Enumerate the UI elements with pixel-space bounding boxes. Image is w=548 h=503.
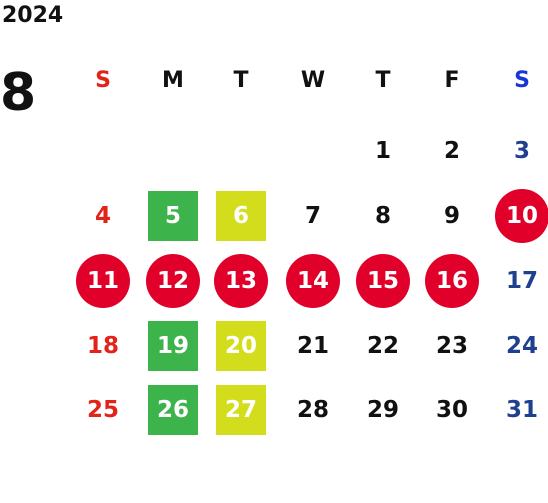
day-cell[interactable]: 8 xyxy=(374,202,391,229)
day-cell[interactable]: 4 xyxy=(94,202,111,229)
day-cell[interactable]: 7 xyxy=(304,202,321,229)
day-cell[interactable]: 22 xyxy=(366,332,399,359)
weekday-header: F xyxy=(444,68,460,93)
day-cell[interactable]: 26 xyxy=(148,385,198,435)
day-cell[interactable]: 27 xyxy=(216,385,266,435)
day-cell[interactable]: 12 xyxy=(146,254,200,308)
weekday-header: T xyxy=(375,68,391,93)
day-cell[interactable]: 25 xyxy=(86,396,119,423)
day-cell[interactable]: 19 xyxy=(148,321,198,371)
day-cell[interactable]: 14 xyxy=(286,254,340,308)
weekday-header: S xyxy=(514,68,530,93)
day-cell[interactable]: 3 xyxy=(513,137,530,164)
day-cell[interactable]: 6 xyxy=(216,191,266,241)
weekday-header: M xyxy=(162,68,184,93)
day-cell[interactable]: 11 xyxy=(76,254,130,308)
day-cell[interactable]: 24 xyxy=(505,332,538,359)
day-cell[interactable]: 18 xyxy=(86,332,119,359)
weekday-header: W xyxy=(300,68,326,93)
day-cell[interactable]: 23 xyxy=(435,332,468,359)
day-cell[interactable]: 28 xyxy=(296,396,329,423)
day-cell[interactable]: 29 xyxy=(366,396,399,423)
month-label: 8 xyxy=(0,63,37,123)
day-cell[interactable]: 13 xyxy=(214,254,268,308)
day-cell[interactable]: 20 xyxy=(216,321,266,371)
day-cell[interactable]: 31 xyxy=(505,396,538,423)
year-label: 2024 xyxy=(2,3,64,28)
day-cell[interactable]: 5 xyxy=(148,191,198,241)
day-cell[interactable]: 1 xyxy=(374,137,391,164)
day-cell[interactable]: 17 xyxy=(505,267,538,294)
weekday-header: T xyxy=(233,68,249,93)
day-cell[interactable]: 30 xyxy=(435,396,468,423)
day-cell[interactable]: 10 xyxy=(495,189,548,243)
day-cell[interactable]: 9 xyxy=(443,202,460,229)
day-cell[interactable]: 16 xyxy=(425,254,479,308)
weekday-header: S xyxy=(95,68,111,93)
day-cell[interactable]: 21 xyxy=(296,332,329,359)
day-cell[interactable]: 15 xyxy=(356,254,410,308)
day-cell[interactable]: 2 xyxy=(443,137,460,164)
